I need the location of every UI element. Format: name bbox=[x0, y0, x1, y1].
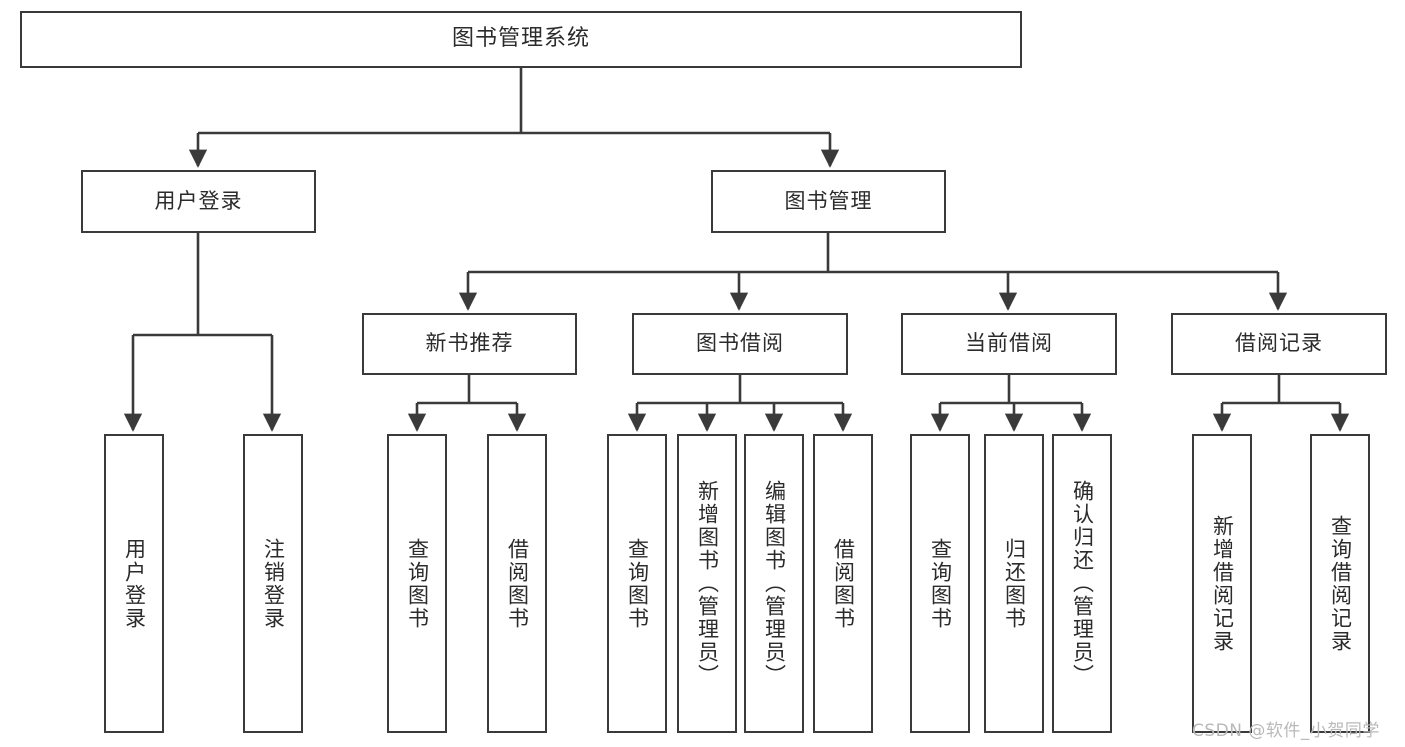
node-borrow-record-label: 借阅记录 bbox=[1235, 331, 1323, 356]
node-leaf-return-books[interactable]: 归还图书 bbox=[984, 434, 1044, 733]
node-leaf-add-borrow-record[interactable]: 新增借阅记录 bbox=[1192, 434, 1252, 733]
node-new-book-recommend-label: 新书推荐 bbox=[425, 331, 514, 356]
node-user-login[interactable]: 用户登录 bbox=[81, 170, 316, 233]
node-user-login-label: 用户登录 bbox=[154, 188, 243, 213]
node-book-management-label: 图书管理 bbox=[784, 188, 873, 213]
node-leaf-borrow-books-label: 借阅图书 bbox=[831, 537, 856, 630]
node-leaf-query-books-current[interactable]: 查询图书 bbox=[910, 434, 970, 733]
node-leaf-return-books-label: 归还图书 bbox=[1002, 537, 1027, 630]
node-leaf-borrow-books[interactable]: 借阅图书 bbox=[813, 434, 873, 733]
node-root[interactable]: 图书管理系统 bbox=[20, 11, 1022, 68]
node-borrow-record[interactable]: 借阅记录 bbox=[1171, 313, 1387, 375]
node-root-label: 图书管理系统 bbox=[451, 26, 590, 52]
node-leaf-confirm-return-admin-label: 确认归还（管理员） bbox=[1070, 480, 1095, 687]
node-book-management[interactable]: 图书管理 bbox=[711, 170, 946, 233]
node-leaf-edit-book-admin[interactable]: 编辑图书（管理员） bbox=[744, 434, 804, 733]
node-leaf-query-books-current-label: 查询图书 bbox=[928, 537, 953, 630]
node-current-borrow-label: 当前借阅 bbox=[965, 331, 1053, 356]
node-leaf-query-books-borrow[interactable]: 查询图书 bbox=[607, 434, 667, 733]
node-leaf-edit-book-admin-label: 编辑图书（管理员） bbox=[762, 480, 787, 687]
node-leaf-query-books-rec[interactable]: 查询图书 bbox=[387, 434, 447, 733]
node-book-borrow-label: 图书借阅 bbox=[696, 331, 784, 356]
node-current-borrow[interactable]: 当前借阅 bbox=[901, 313, 1117, 375]
node-leaf-query-borrow-record[interactable]: 查询借阅记录 bbox=[1310, 434, 1370, 733]
node-leaf-query-borrow-record-label: 查询借阅记录 bbox=[1328, 514, 1353, 653]
csdn-watermark: CSDN @软件_小贺同学 bbox=[1192, 721, 1380, 741]
node-leaf-confirm-return-admin[interactable]: 确认归还（管理员） bbox=[1052, 434, 1112, 733]
node-leaf-borrow-books-rec[interactable]: 借阅图书 bbox=[487, 434, 547, 733]
node-leaf-user-login-label: 用户登录 bbox=[122, 537, 147, 630]
node-leaf-query-books-rec-label: 查询图书 bbox=[405, 537, 430, 630]
node-book-borrow[interactable]: 图书借阅 bbox=[632, 313, 848, 375]
node-leaf-add-book-admin[interactable]: 新增图书（管理员） bbox=[677, 434, 737, 733]
node-leaf-user-login[interactable]: 用户登录 bbox=[104, 434, 164, 733]
node-leaf-logout[interactable]: 注销登录 bbox=[243, 434, 303, 733]
node-leaf-add-borrow-record-label: 新增借阅记录 bbox=[1210, 514, 1235, 653]
node-leaf-borrow-books-rec-label: 借阅图书 bbox=[505, 537, 530, 630]
node-leaf-logout-label: 注销登录 bbox=[261, 537, 286, 630]
node-leaf-query-books-borrow-label: 查询图书 bbox=[625, 537, 650, 630]
node-new-book-recommend[interactable]: 新书推荐 bbox=[362, 313, 577, 375]
node-leaf-add-book-admin-label: 新增图书（管理员） bbox=[695, 480, 720, 687]
